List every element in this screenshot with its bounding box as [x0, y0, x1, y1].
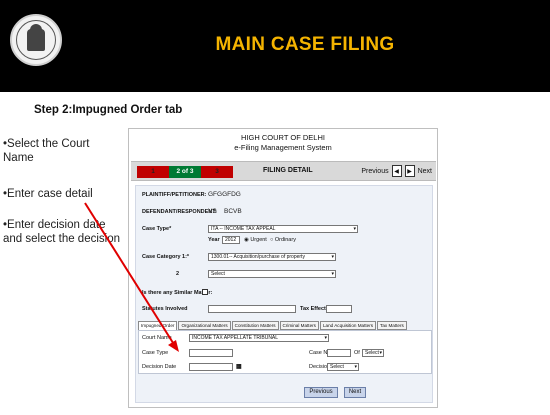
case-no-input[interactable] [327, 349, 351, 357]
category-2-value: Select [211, 271, 225, 277]
case-type-label: Case Type* [142, 226, 172, 232]
case-type-input[interactable] [189, 349, 233, 357]
defendant-value: BCVB [224, 208, 242, 215]
case-year-value: Select [365, 350, 379, 356]
decision-date-input[interactable] [189, 363, 233, 371]
similar-matter-label: Is there any Similar Matter: [142, 290, 213, 296]
step-band: 1 2 of 3 3 FILING DETAIL Previous ◀ ▶ Ne… [131, 161, 436, 181]
year-value: 2012 [225, 237, 237, 243]
ordinary-label: Ordinary [274, 237, 296, 243]
system-name-heading: e-Filing Management System [234, 143, 332, 152]
of-label: Of [354, 350, 360, 356]
next-link[interactable]: Next [417, 167, 432, 175]
decision-label: Decision [309, 364, 331, 370]
step-2-current[interactable]: 2 of 3 [169, 166, 201, 178]
efiling-window: HIGH COURT OF DELHI e-Filing Management … [128, 128, 438, 408]
case-category-select[interactable]: 1300.01-- Acquisition/purchase of proper… [208, 253, 336, 261]
portal-header: HIGH COURT OF DELHI e-Filing Management … [129, 129, 437, 159]
decision-select[interactable]: Select ▾ [327, 363, 359, 371]
defendant-label: DEFENDANT/RESPONDENT: [142, 209, 217, 215]
chevron-down-icon: ▾ [379, 350, 382, 356]
statutes-input[interactable] [208, 305, 296, 313]
petitioner-label: PLAINTIFF/PETITIONER: [142, 192, 207, 198]
step-nav: Previous ◀ ▶ Next [361, 165, 432, 177]
urgent-radio[interactable]: ◉ Urgent [244, 237, 267, 243]
case-type-select[interactable]: ITA -- INCOME TAX APPEAL ▾ [208, 225, 358, 233]
previous-button[interactable]: Previous [304, 387, 338, 398]
step-3[interactable]: 3 [201, 166, 233, 178]
case-type-2-label: Case Type [142, 350, 169, 356]
page-title: MAIN CASE FILING [215, 34, 395, 55]
instruction-case-detail: •Enter case detail [3, 188, 93, 200]
section-title: FILING DETAIL [263, 167, 313, 174]
previous-link[interactable]: Previous [361, 167, 389, 175]
tab-tax-matters[interactable]: Tax Matters [377, 321, 407, 330]
court-name-heading: HIGH COURT OF DELHI [241, 133, 325, 142]
seal-ring [16, 20, 56, 60]
year-input[interactable]: 2012 [222, 236, 240, 244]
case-no-label: Case No [309, 350, 331, 356]
case-category-value: 1300.01-- Acquisition/purchase of proper… [211, 254, 305, 260]
chevron-down-icon: ▾ [353, 226, 356, 232]
case-category-label: Case Category 1:* [142, 254, 190, 260]
year-label: Year [208, 237, 220, 243]
emblem-icon [27, 24, 45, 51]
similar-matter-checkbox[interactable] [202, 289, 208, 295]
tab-organizational-matters[interactable]: Organizational Matters [178, 321, 231, 330]
urgent-label: Urgent [250, 237, 267, 243]
tax-effect-label: Tax Effect : [300, 306, 330, 312]
court-seal-icon [10, 14, 62, 66]
category-2-select[interactable]: Select ▾ [208, 270, 336, 278]
next-button[interactable]: Next [344, 387, 366, 398]
chevron-down-icon: ▾ [331, 254, 334, 260]
court-name-label: Court Name [142, 335, 172, 341]
tab-criminal-matters[interactable]: Criminal Matters [279, 321, 319, 330]
instruction-select-court: •Select the Court Name [3, 138, 90, 164]
case-type-value: ITA -- INCOME TAX APPEAL [211, 226, 276, 232]
header-band: MAIN CASE FILING [0, 0, 550, 92]
decision-date-label: Decision Date [142, 364, 177, 370]
court-name-value: INCOME TAX APPELLATE TRIBUNAL [192, 335, 279, 341]
decision-value: Select [330, 364, 344, 370]
tab-land-acquisition-matters[interactable]: Land Acquisition Matters [319, 321, 377, 330]
tab-impugned-order[interactable]: Impugned Order [138, 321, 178, 330]
matter-tabs: Impugned Order Organizational Matters Co… [138, 321, 432, 330]
ordinary-radio[interactable]: ○ Ordinary [270, 237, 296, 243]
petitioner-value: GFGGFDG [208, 191, 241, 198]
previous-arrow-icon[interactable]: ◀ [391, 165, 402, 177]
category-2-label: 2 [176, 271, 180, 277]
instruction-decision: •Enter decision date and select the deci… [3, 219, 120, 245]
chevron-down-icon: ▾ [324, 335, 327, 341]
calendar-icon[interactable]: ▦ [236, 364, 242, 370]
vs-text: VS [208, 208, 217, 215]
court-name-select[interactable]: INCOME TAX APPELLATE TRIBUNAL ▾ [189, 334, 329, 342]
impugned-order-panel: Court Name INCOME TAX APPELLATE TRIBUNAL… [138, 330, 432, 374]
step-1[interactable]: 1 [137, 166, 169, 178]
filing-form: PLAINTIFF/PETITIONER: GFGGFDG DEFENDANT/… [135, 185, 433, 403]
tab-constitution-matters[interactable]: Constitution Matters [231, 321, 279, 330]
next-arrow-icon[interactable]: ▶ [404, 165, 415, 177]
case-year-select[interactable]: Select ▾ [362, 349, 384, 357]
tax-effect-input[interactable] [326, 305, 352, 313]
step-indicator: 1 2 of 3 3 [137, 166, 233, 178]
statutes-label: Statutes Involved [142, 306, 188, 312]
step-title: Step 2:Impugned Order tab [34, 104, 183, 116]
chevron-down-icon: ▾ [331, 271, 334, 277]
chevron-down-icon: ▾ [354, 364, 357, 370]
